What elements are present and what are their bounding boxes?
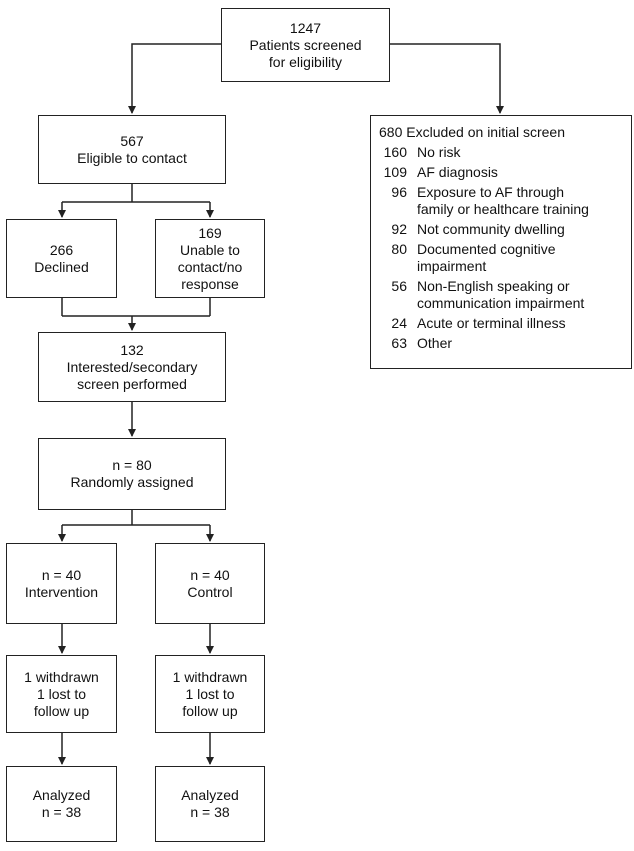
excluded-item-label: Non-English speaking or [417,278,570,294]
box-control-withdrawn: 1 withdrawn 1 lost to follow up [155,655,265,733]
randomized-label: Randomly assigned [70,474,194,490]
excluded-item-count: 96 [391,184,407,200]
excluded-item-label: impairment [417,258,487,274]
excluded-item: 24 Acute or terminal illness [379,315,631,332]
excluded-item-label: Not community dwelling [417,221,565,237]
excluded-item: 80 Documented cognitive impairment [379,241,631,275]
intervention-withdrawn-line3: follow up [33,702,90,719]
unable-label-line3: response [181,275,239,292]
excluded-item: 109 AF diagnosis [379,164,631,181]
box-intervention: n = 40 Intervention [6,543,117,624]
intervention-withdrawn-line2: 1 lost to [36,685,87,702]
excluded-item-label: Documented cognitive [417,241,556,257]
excluded-item-label: Exposure to AF through [417,184,565,200]
intervention-count: n = 40 [41,566,82,583]
excluded-item-count: 160 [383,144,407,160]
intervention-analyzed-line2: n = 38 [41,804,82,820]
interested-count: 132 [120,341,144,358]
control-analyzed-line1: Analyzed [181,787,239,803]
excluded-title: 680 Excluded on initial screen [379,124,566,140]
excluded-item: 96 Exposure to AF through family or heal… [379,184,631,218]
excluded-item-count: 92 [391,221,407,237]
excluded-item-count: 109 [383,164,407,180]
box-control-analyzed: Analyzed n = 38 [155,766,265,842]
box-interested: 132 Interested/secondary screen performe… [38,332,226,402]
arrow-screened-to-eligible [128,43,221,114]
unable-count: 169 [198,224,222,241]
box-control: n = 40 Control [155,543,265,624]
intervention-withdrawn-line1: 1 withdrawn [24,668,99,685]
screened-count: 1247 [289,19,322,36]
excluded-item-label: No risk [417,144,461,160]
excluded-item-count: 24 [391,315,407,331]
control-count: n = 40 [190,566,230,583]
intervention-analyzed-line1: Analyzed [32,787,91,803]
control-withdrawn-line2: 1 lost to [185,685,235,702]
screened-label-line2: for eligibility [268,53,343,70]
arrow-screened-to-excluded [390,43,504,114]
excluded-item-count: 80 [391,241,407,257]
box-screened: 1247 Patients screened for eligibility [221,8,390,82]
excluded-item: 160 No risk [379,144,631,161]
declined-label: Declined [34,258,89,275]
control-analyzed-line2: n = 38 [190,804,230,820]
excluded-item: 56 Non-English speaking or communication… [379,278,631,312]
box-declined: 266 Declined [6,219,117,298]
control-label: Control [187,583,233,600]
excluded-item-label: Other [417,335,453,351]
screened-label-line1: Patients screened [249,36,362,53]
excluded-item-count: 56 [391,278,407,294]
excluded-item-label: communication impairment [417,295,585,311]
control-withdrawn-line3: follow up [182,702,238,719]
excluded-item-label: family or healthcare training [417,201,589,217]
excluded-item: 92 Not community dwelling [379,221,631,238]
box-intervention-analyzed: Analyzed n = 38 [6,766,117,842]
unable-label-line2: contact/no [177,258,243,275]
interested-label-line1: Interested/secondary [66,358,198,375]
declined-count: 266 [49,241,74,258]
excluded-item: 63 Other [379,335,631,352]
unable-label-line1: Unable to [180,241,240,258]
intervention-label: Intervention [24,583,99,600]
interested-label-line2: screen performed [77,375,187,392]
box-randomized: n = 80 Randomly assigned [38,438,226,510]
eligible-count: 567 [120,132,144,149]
box-eligible: 567 Eligible to contact [38,115,226,184]
randomized-count: n = 80 [112,457,152,473]
excluded-item-count: 63 [391,335,407,351]
box-intervention-withdrawn: 1 withdrawn 1 lost to follow up [6,655,117,733]
box-excluded: 680 Excluded on initial screen 160 No ri… [370,115,632,369]
box-unable-to-contact: 169 Unable to contact/no response [155,219,265,298]
excluded-item-label: AF diagnosis [417,164,498,180]
excluded-item-label: Acute or terminal illness [417,315,566,331]
eligible-label: Eligible to contact [77,149,187,166]
control-withdrawn-line1: 1 withdrawn [172,668,248,685]
